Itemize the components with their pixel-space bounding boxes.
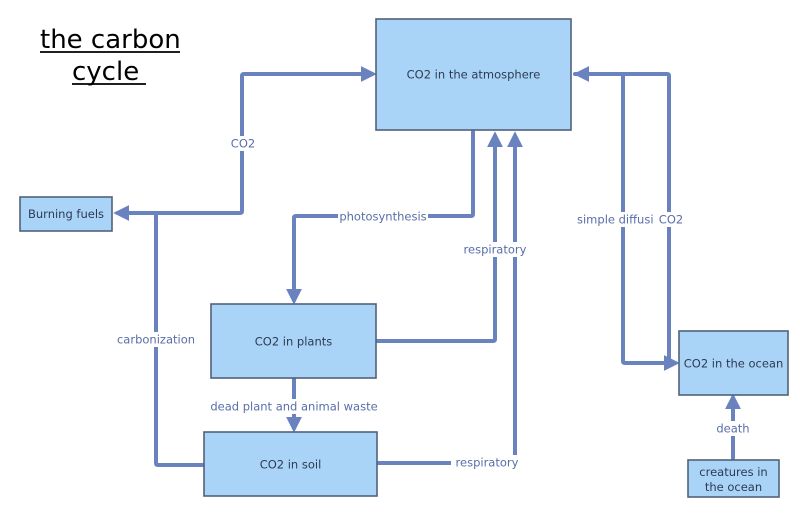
edge-label-text: respiratory bbox=[456, 456, 519, 470]
edge-label-atmosphere-to-ocean: simple diffusi bbox=[576, 212, 656, 227]
edge-plants-to-atmosphere bbox=[373, 131, 503, 343]
edge-label-text: dead plant and animal waste bbox=[210, 400, 377, 414]
edge-label-text: photosynthesis bbox=[339, 210, 426, 224]
node-ocean-label: CO2 in the ocean bbox=[684, 357, 784, 371]
edge-label-text: respiratory bbox=[464, 243, 527, 257]
edge-label-atmosphere-to-plants: photosynthesis bbox=[338, 209, 428, 224]
edge-label-soil-to-burning: carbonization bbox=[116, 332, 196, 347]
edge-label-plants-to-soil: dead plant and animal waste bbox=[210, 399, 378, 414]
edge-label-burning-to-atmosphere: CO2 bbox=[228, 136, 258, 151]
edge-label-creatures-to-ocean: death bbox=[714, 421, 752, 436]
node-creatures-label-line-1: creatures in bbox=[699, 465, 767, 479]
node-soil[interactable]: CO2 in soil bbox=[203, 431, 378, 497]
edge-label-plants-to-atmosphere: respiratory bbox=[460, 242, 530, 257]
node-atmosphere[interactable]: CO2 in the atmosphere bbox=[375, 18, 572, 131]
edge-label-text: death bbox=[716, 422, 749, 436]
edge-label-soil-to-atmosphere: respiratory bbox=[451, 455, 523, 470]
node-creatures-label-line-2: the ocean bbox=[705, 480, 762, 494]
node-creatures[interactable]: creatures in the ocean bbox=[687, 459, 780, 498]
edge-label-text: carbonization bbox=[117, 333, 195, 347]
node-plants-label: CO2 in plants bbox=[255, 335, 333, 349]
diagram-title: the carbon cycle bbox=[40, 25, 181, 87]
title-line-2: cycle bbox=[72, 57, 139, 87]
node-atmosphere-label: CO2 in the atmosphere bbox=[407, 68, 541, 82]
node-burning-fuels[interactable]: Burning fuels bbox=[19, 196, 113, 232]
edge-label-ocean-to-atmosphere: CO2 bbox=[656, 212, 686, 227]
edge-label-text: CO2 bbox=[659, 213, 683, 227]
node-plants[interactable]: CO2 in plants bbox=[210, 303, 377, 379]
node-soil-label: CO2 in soil bbox=[260, 458, 322, 472]
edge-label-text: CO2 bbox=[231, 137, 255, 151]
node-burning-fuels-label: Burning fuels bbox=[28, 207, 104, 221]
node-ocean[interactable]: CO2 in the ocean bbox=[678, 330, 789, 396]
title-line-1: the carbon bbox=[40, 25, 181, 55]
edge-label-text: simple diffusi bbox=[577, 213, 654, 227]
edge-ocean-to-atmosphere bbox=[573, 66, 671, 364]
